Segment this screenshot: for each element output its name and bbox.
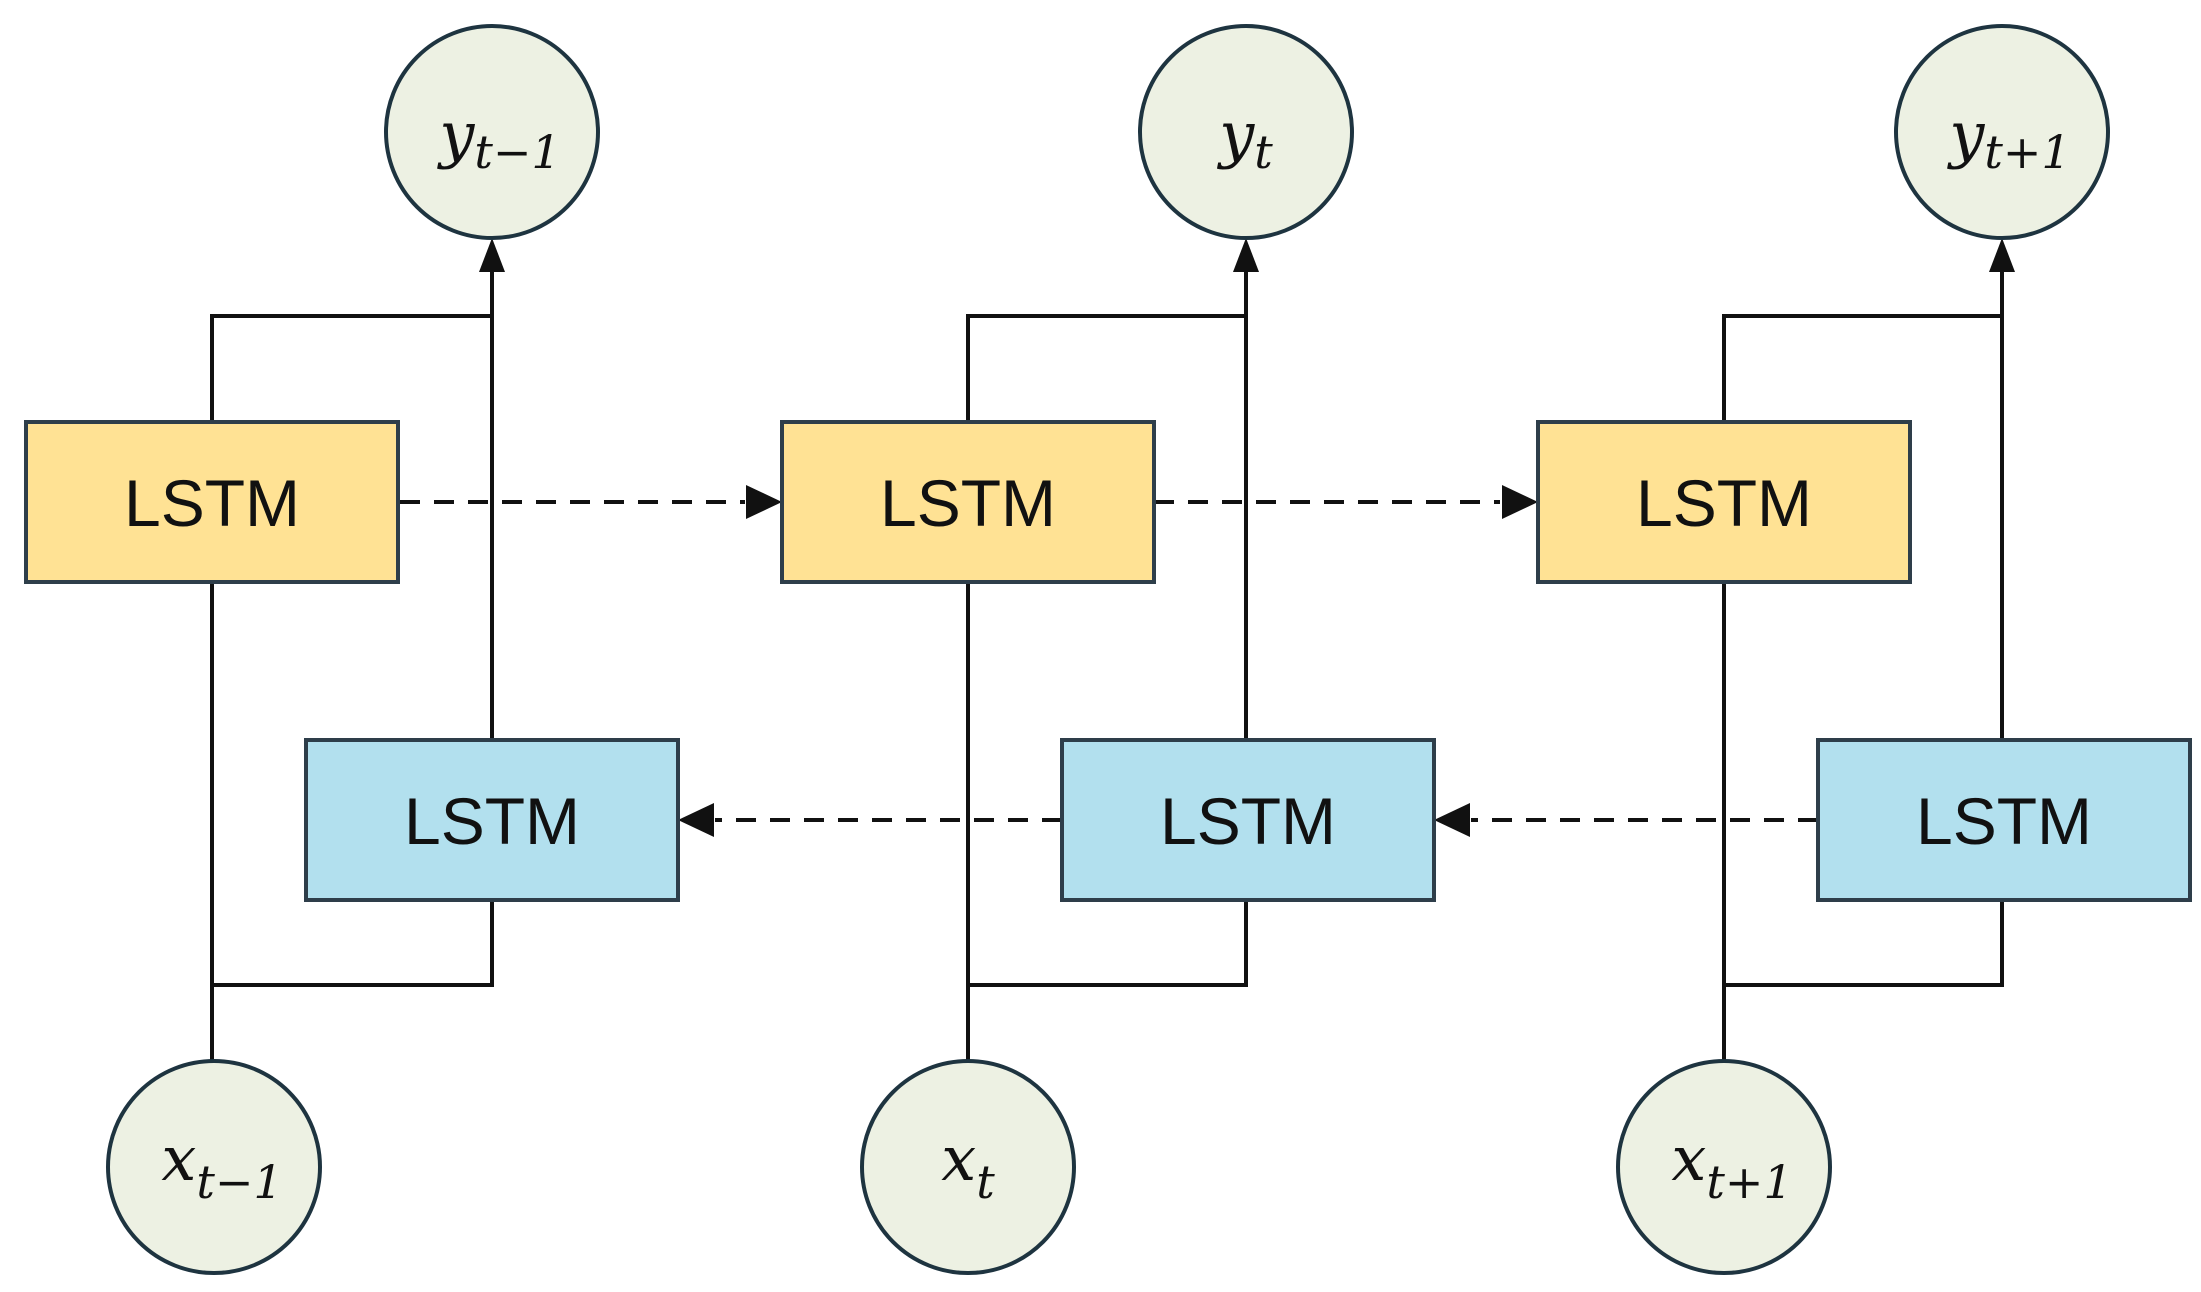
backward-lstm-layer: LSTM LSTM LSTM <box>304 738 2192 902</box>
output-nodes: yt−1 yt yt+1 <box>384 24 2110 240</box>
lstm-label: LSTM <box>1636 466 1812 540</box>
lstm-label: LSTM <box>404 784 580 858</box>
input-node-label: xt+1 <box>1671 1122 1792 1209</box>
lstm-label: LSTM <box>1160 784 1336 858</box>
input-node-label: xt−1 <box>161 1122 282 1209</box>
input-node: xt+1 <box>1616 1059 1832 1275</box>
forward-to-output-wire-1 <box>966 314 1246 422</box>
lstm-label: LSTM <box>1916 784 2092 858</box>
input-to-backward-wire-1 <box>968 900 1248 987</box>
forward-to-output-wire-2 <box>1722 314 2002 422</box>
input-node-label: xt <box>941 1122 995 1209</box>
lstm-label: LSTM <box>124 466 300 540</box>
connection-wires <box>210 238 2015 1062</box>
input-to-backward-wire-2 <box>1724 900 2004 987</box>
output-node: yt−1 <box>384 24 600 240</box>
output-node-label: yt+1 <box>1946 98 2070 179</box>
input-to-backward-wire-0 <box>212 900 494 987</box>
input-node: xt−1 <box>106 1059 322 1275</box>
forward-to-output-wire-0 <box>210 314 492 422</box>
output-arrowhead-0 <box>479 238 505 272</box>
forward-recurrent-arrowhead-1 <box>1502 485 1538 519</box>
lstm-label: LSTM <box>880 466 1056 540</box>
backward-lstm-box: LSTM <box>1060 738 1436 902</box>
output-node: yt <box>1138 24 1354 240</box>
output-node-label: yt <box>1216 98 1273 179</box>
output-node: yt+1 <box>1894 24 2110 240</box>
forward-lstm-box: LSTM <box>24 420 400 584</box>
output-arrowhead-1 <box>1233 238 1259 272</box>
input-node: xt <box>860 1059 1076 1275</box>
forward-lstm-box: LSTM <box>1536 420 1912 584</box>
forward-recurrent-arrowhead-0 <box>746 485 782 519</box>
backward-lstm-box: LSTM <box>304 738 680 902</box>
forward-lstm-box: LSTM <box>780 420 1156 584</box>
forward-lstm-layer: LSTM LSTM LSTM <box>24 420 1912 584</box>
output-arrowhead-2 <box>1989 238 2015 272</box>
backward-recurrent-arrowhead-0 <box>678 803 714 837</box>
output-node-label: yt−1 <box>436 98 560 179</box>
input-nodes: xt−1 xt xt+1 <box>106 1059 1832 1275</box>
backward-recurrent-arrowhead-1 <box>1434 803 1470 837</box>
backward-lstm-box: LSTM <box>1816 738 2192 902</box>
